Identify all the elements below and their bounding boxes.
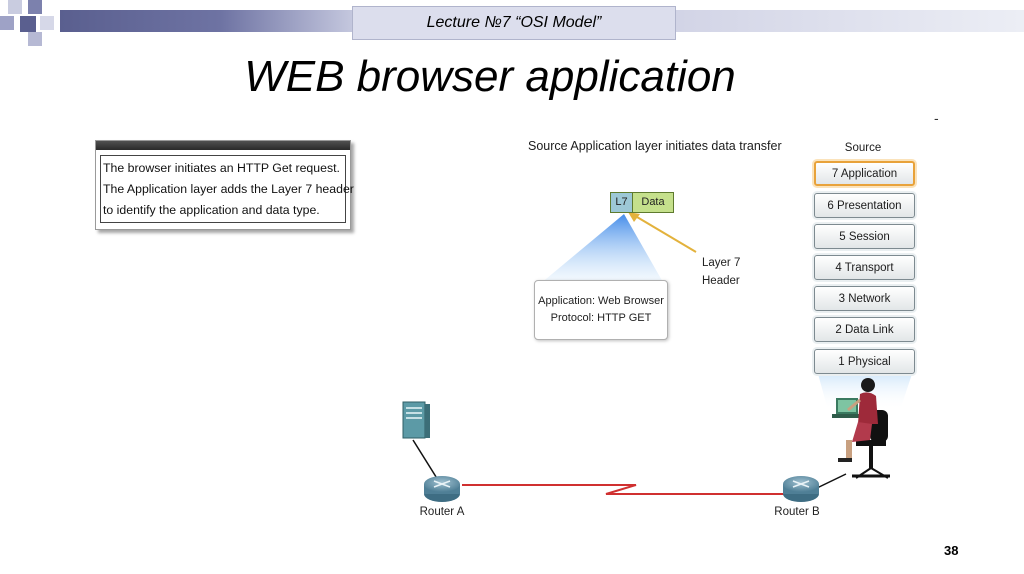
- layer7-header-label-line: Header: [702, 275, 740, 287]
- layer7-header-label-line: Layer 7: [702, 257, 741, 269]
- note-line: to identify the application and data typ…: [103, 203, 320, 217]
- application-info-line: Protocol: HTTP GET: [550, 312, 652, 324]
- slide-title: WEB browser application: [244, 52, 736, 101]
- source-label: Source: [844, 142, 882, 154]
- header-band-right: [676, 10, 1024, 32]
- note-line: The browser initiates an HTTP Get reques…: [103, 161, 340, 175]
- decorative-squares: [0, 0, 54, 46]
- router-b-label: Router B: [774, 506, 820, 518]
- header-band-left: [60, 10, 352, 32]
- pdu-block: L7 Data: [610, 192, 674, 213]
- application-info-line: Application: Web Browser: [538, 295, 664, 307]
- pdu-header-cell: L7: [611, 193, 633, 212]
- wan-link: [462, 484, 786, 495]
- user-at-computer-icon: [832, 378, 890, 479]
- layer7-arrow-line: [631, 213, 697, 253]
- osi-layer-session: 5 Session: [814, 224, 915, 249]
- note-box-top-bar: [96, 141, 350, 150]
- pdu-data-cell: Data: [633, 193, 673, 212]
- page-number: 38: [944, 543, 959, 558]
- layer7-header-label: Layer 7 Header: [702, 254, 740, 290]
- user-link: [816, 473, 847, 489]
- stray-dash-mark: -: [934, 110, 939, 126]
- osi-layer-application: 7 Application: [814, 161, 915, 186]
- lecture-label: Lecture №7 “OSI Model”: [352, 6, 676, 40]
- server-link: [412, 439, 439, 481]
- osi-layer-network: 3 Network: [814, 286, 915, 311]
- router-icon: [783, 476, 819, 502]
- application-info-box: Application: Web Browser Protocol: HTTP …: [534, 280, 668, 340]
- note-box: The browser initiates an HTTP Get reques…: [95, 140, 354, 230]
- note-line: The Application layer adds the Layer 7 h…: [103, 182, 354, 196]
- osi-layer-presentation: 6 Presentation: [814, 193, 915, 218]
- osi-layer-transport: 4 Transport: [814, 255, 915, 280]
- pdu-beam: [540, 214, 664, 284]
- diagram-caption: Source Application layer initiates data …: [528, 139, 782, 153]
- router-icon: [424, 476, 460, 502]
- router-a-label: Router A: [419, 506, 465, 518]
- note-box-text: The browser initiates an HTTP Get reques…: [100, 155, 354, 223]
- server-icon: [402, 401, 430, 439]
- osi-layer-physical: 1 Physical: [814, 349, 915, 374]
- osi-layer-data-link: 2 Data Link: [814, 317, 915, 342]
- layer7-arrow-head: [628, 212, 640, 222]
